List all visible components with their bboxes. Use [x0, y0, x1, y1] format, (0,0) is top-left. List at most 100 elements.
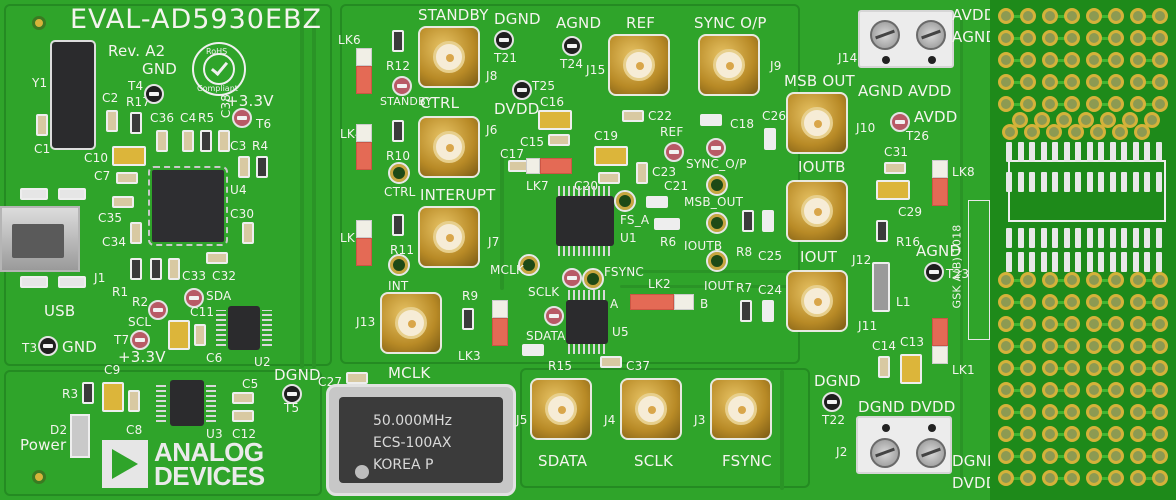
testpoint-t5-dgnd[interactable]	[282, 384, 302, 404]
testpoint-t6-3v3[interactable]	[232, 108, 252, 128]
proto-pad	[1064, 382, 1080, 398]
t25-dvdd-label: DVDD	[494, 100, 540, 118]
sma-msb-out-j10[interactable]	[786, 92, 848, 154]
pad-link	[1094, 367, 1116, 370]
terminal-block-j2[interactable]	[856, 416, 952, 474]
pad-link	[1138, 455, 1160, 458]
proto-pad	[1152, 96, 1168, 112]
pad-mclk[interactable]	[518, 254, 540, 276]
jumper-lk1[interactable]	[932, 318, 948, 364]
sma-standby-j8[interactable]	[418, 26, 480, 88]
proto-pad	[1064, 96, 1080, 112]
proto-pad	[1086, 338, 1102, 354]
testpoint-t4-gnd[interactable]	[144, 84, 164, 104]
sma-sdata-j5[interactable]	[530, 378, 592, 440]
pad-msb-out[interactable]	[706, 174, 728, 196]
screw-agnd[interactable]	[870, 20, 900, 50]
proto-pad	[1042, 8, 1058, 24]
testpoint-t26-avdd[interactable]	[890, 112, 910, 132]
sma-ref-j15[interactable]	[608, 34, 670, 96]
capacitor	[130, 222, 142, 244]
proto-pad	[1144, 112, 1160, 128]
u2-eeprom	[228, 306, 260, 350]
screw-dgnd[interactable]	[870, 438, 900, 468]
r1-label: R1	[112, 285, 129, 299]
j2-dvdd-label: DVDD	[910, 398, 956, 416]
testpoint-t23-agnd[interactable]	[924, 262, 944, 282]
pad-link	[1006, 37, 1028, 40]
sma-ctrl-j6[interactable]	[418, 116, 480, 178]
testpoint-sda[interactable]	[184, 288, 204, 308]
sma-ioutb[interactable]	[786, 180, 848, 242]
u4-usb-microcontroller	[148, 166, 228, 246]
proto-pad	[1020, 338, 1036, 354]
testpoint-ref[interactable]	[664, 142, 684, 162]
testpoint-t21-dgnd[interactable]	[494, 30, 514, 50]
pad-iout[interactable]	[706, 250, 728, 272]
terminal-block-j14[interactable]	[858, 10, 954, 68]
smd-pad	[1155, 142, 1162, 162]
c24-label: C24	[758, 283, 783, 297]
pad-link	[1094, 323, 1116, 326]
screw-avdd[interactable]	[916, 20, 946, 50]
proto-pad	[998, 426, 1014, 442]
sma-sclk-j4[interactable]	[620, 378, 682, 440]
sma-sync-j9[interactable]	[698, 34, 760, 96]
testpoint-scl[interactable]	[148, 300, 168, 320]
proto-pad	[1064, 294, 1080, 310]
pad-link	[1138, 433, 1160, 436]
c37-label: C37	[626, 359, 651, 373]
smd-pad	[1132, 142, 1139, 162]
interupt-label: INTERUPT	[420, 186, 496, 204]
smd-pad	[1144, 252, 1150, 272]
resistor	[130, 258, 142, 280]
smd-pad	[1029, 228, 1035, 248]
pad-link	[1050, 15, 1072, 18]
proto-pad	[998, 448, 1014, 464]
sda-label: SDA	[206, 289, 232, 303]
testpoint-standby[interactable]	[392, 76, 412, 96]
jumper-lk3[interactable]	[492, 300, 508, 346]
sma-fsync-j3[interactable]	[710, 378, 772, 440]
testpoint-t7-3v3[interactable]	[130, 330, 150, 350]
pad-link	[1006, 389, 1028, 392]
msb-out-label: MSB OUT	[784, 72, 855, 90]
proto-pad	[998, 470, 1014, 486]
jumper-lk5[interactable]	[356, 220, 372, 266]
j10-label: J10	[856, 121, 876, 135]
jumper-lk8[interactable]	[932, 160, 948, 206]
pad-int[interactable]	[388, 254, 410, 276]
testpoint-t22-dgnd[interactable]	[822, 392, 842, 412]
fs-a-label: FS_A	[620, 213, 650, 227]
testpoint-sclk[interactable]	[562, 268, 582, 288]
trace	[312, 8, 316, 368]
sma-interupt-j7[interactable]	[418, 206, 480, 268]
jumper-lk4[interactable]	[356, 124, 372, 170]
smd-pad	[1052, 228, 1058, 248]
sma-iout-j11[interactable]	[786, 270, 848, 332]
jumper-lk7[interactable]	[526, 158, 592, 174]
j5-label: J5	[516, 413, 528, 427]
pad-fs-a[interactable]	[614, 190, 636, 212]
testpoint-sdata[interactable]	[544, 306, 564, 326]
jumper-lk2[interactable]	[630, 294, 694, 310]
pad-fsync[interactable]	[582, 268, 604, 290]
proto-pad	[1130, 30, 1146, 46]
resistor	[392, 214, 404, 236]
screw-dvdd[interactable]	[916, 438, 946, 468]
jumper-lk6[interactable]	[356, 48, 372, 94]
usb-mini-connector[interactable]	[0, 206, 80, 272]
testpoint-t25-dvdd[interactable]	[512, 80, 532, 100]
capacitor	[762, 300, 774, 322]
capacitor	[168, 258, 180, 280]
pad-ioutb[interactable]	[706, 212, 728, 234]
sma-mclk-j13[interactable]	[380, 292, 442, 354]
pad-link	[1094, 15, 1116, 18]
smd-pad	[1040, 142, 1047, 162]
testpoint-t24-agnd[interactable]	[562, 36, 582, 56]
u3-label: U3	[206, 427, 223, 441]
testpoint-sync-op[interactable]	[706, 138, 726, 158]
testpoint-t3-gnd[interactable]	[38, 336, 58, 356]
pad-ctrl[interactable]	[388, 162, 410, 184]
proto-pad	[1020, 316, 1036, 332]
